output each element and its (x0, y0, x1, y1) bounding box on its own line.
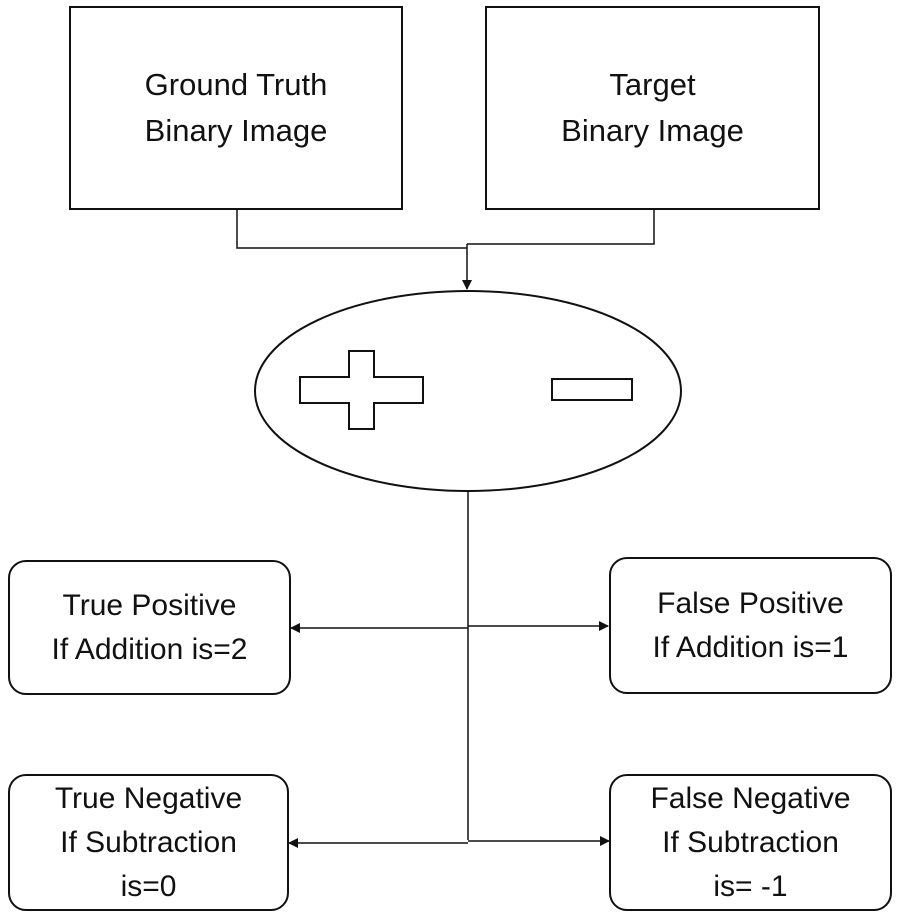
false-negative-box: False Negative If Subtraction is= -1 (609, 774, 892, 911)
ground-truth-box: Ground Truth Binary Image (69, 6, 403, 210)
ground-truth-label: Ground Truth Binary Image (144, 67, 328, 148)
target-box: Target Binary Image (485, 6, 820, 210)
false-positive-box: False Positive If Addition is=1 (609, 557, 892, 694)
plus-icon (299, 350, 424, 430)
false-positive-label: False Positive If Addition is=1 (652, 586, 849, 664)
true-positive-label: True Positive If Addition is=2 (51, 588, 248, 666)
target-label: Target Binary Image (561, 67, 744, 148)
false-negative-label: False Negative If Subtraction is= -1 (650, 781, 851, 903)
ground-truth-connector (236, 210, 467, 249)
true-negative-label: True Negative If Subtraction is=0 (54, 781, 243, 903)
true-negative-box: True Negative If Subtraction is=0 (8, 774, 289, 911)
true-positive-box: True Positive If Addition is=2 (8, 560, 291, 695)
target-connector (467, 210, 655, 245)
minus-icon (551, 378, 633, 401)
